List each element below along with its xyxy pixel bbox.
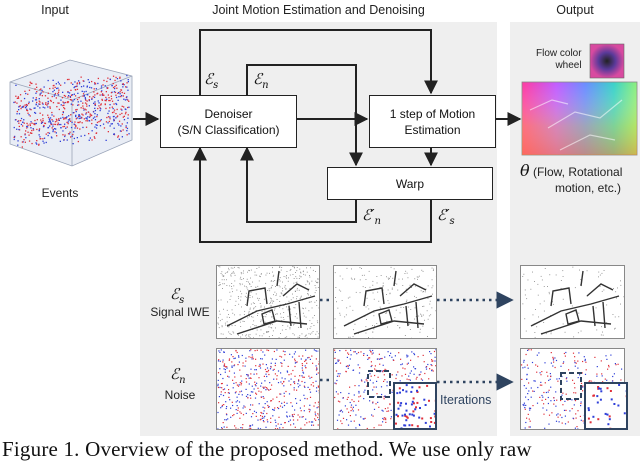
flow-color-wheel — [589, 43, 625, 79]
zoom-inset-output — [584, 382, 628, 430]
symbol-es: ℰs — [204, 70, 219, 91]
arrow-en-prime-to-denoiser — [240, 146, 357, 223]
arrow-es-prime-to-denoiser — [193, 146, 432, 243]
denoiser-box: Denoiser (S/N Classification) — [160, 95, 297, 148]
theta-symbol: θ — [520, 161, 530, 180]
zoom-inset-intermediate — [393, 382, 437, 430]
signal-iwe-intermediate — [333, 265, 437, 339]
input-title: Input — [41, 3, 69, 17]
symbol-en: ℰn — [253, 70, 269, 91]
symbol-en-prime: ℰ′n — [362, 206, 381, 227]
denoiser-subtitle: (S/N Classification) — [177, 122, 280, 137]
signal-iwe-output — [520, 265, 625, 339]
row-symbol-noise: ℰn — [170, 365, 186, 386]
middle-title: Joint Motion Estimation and Denoising — [212, 3, 425, 17]
symbol-es-prime: ℰ′s — [437, 206, 455, 227]
warp-label: Warp — [395, 176, 425, 191]
warp-box: Warp — [327, 167, 493, 200]
theta-description: θ (Flow, Rotational motion, etc.) — [520, 161, 623, 196]
arrow-es-to-motion — [199, 29, 438, 95]
event-cube — [9, 59, 133, 167]
denoiser-title: Denoiser — [204, 106, 253, 121]
events-label: Events — [41, 186, 79, 200]
figure-caption: Figure 1. Overview of the proposed metho… — [2, 437, 532, 461]
motion-estimation-box: 1 step of Motion Estimation — [369, 95, 496, 148]
output-title: Output — [556, 3, 594, 17]
motion-title: 1 step of Motion — [389, 106, 476, 121]
row-symbol-signal: ℰs — [170, 285, 185, 306]
iterations-label: Iterations — [440, 393, 492, 407]
flow-color-map — [521, 81, 638, 156]
signal-iwe-initial — [216, 265, 320, 339]
row-label-signal: Signal IWE — [150, 305, 210, 319]
motion-subtitle: Estimation — [404, 122, 461, 137]
noise-initial — [216, 348, 320, 430]
wheel-label: Flow color wheel — [536, 48, 582, 71]
row-label-noise: Noise — [164, 388, 196, 402]
